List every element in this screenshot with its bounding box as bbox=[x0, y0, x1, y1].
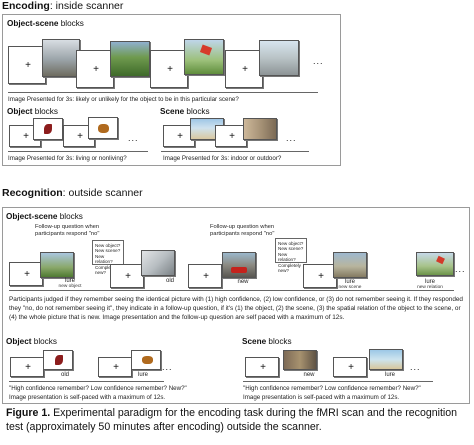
object-photo-leaf bbox=[33, 118, 63, 140]
recog-scene-label-1: new bbox=[303, 372, 315, 378]
fixation-cross: + bbox=[318, 271, 324, 282]
scene-photo-building bbox=[259, 40, 299, 76]
ellipsis: ... bbox=[162, 362, 173, 372]
recognition-object-timeline bbox=[9, 381, 164, 382]
recognition-object-scene-timeline bbox=[9, 290, 454, 291]
fixation-frame: + bbox=[8, 46, 46, 84]
fixation-cross: + bbox=[113, 362, 119, 373]
followup-note-1: Follow-up question when participants res… bbox=[35, 224, 100, 237]
recog-label-1: lure bbox=[64, 278, 76, 284]
fixation-frame: + bbox=[9, 262, 43, 286]
ellipsis: ... bbox=[410, 362, 421, 372]
recog-sublabel-4: new scene bbox=[338, 285, 362, 290]
recog-label-5: lure bbox=[424, 279, 436, 285]
recognition-scene-caption-1: "High confidence remember? Low confidenc… bbox=[243, 385, 421, 392]
fixation-frame: + bbox=[188, 264, 222, 288]
recog-object-photo-1 bbox=[43, 350, 73, 370]
followup-bubble-1: New object? New scene? New relation? Com… bbox=[92, 240, 124, 275]
fixation-cross: + bbox=[77, 131, 83, 142]
fixation-frame: + bbox=[303, 264, 337, 288]
recog-sublabel-5: new relation bbox=[417, 285, 443, 290]
encoding-scene-caption: Image Presented for 3s: indoor or outdoo… bbox=[163, 155, 282, 162]
recog-photo-5 bbox=[416, 252, 454, 276]
encoding-object-scene-timeline bbox=[8, 92, 318, 93]
fixation-cross: + bbox=[260, 362, 266, 373]
recognition-object-scene-title: Object-scene blocks bbox=[6, 212, 83, 221]
ellipsis: ... bbox=[313, 56, 324, 66]
fixation-cross: + bbox=[125, 271, 131, 282]
fixation-frame: + bbox=[245, 357, 279, 377]
fixation-cross: + bbox=[203, 271, 209, 282]
fixation-cross: + bbox=[348, 362, 354, 373]
recog-photo-1 bbox=[40, 252, 74, 278]
kite-object bbox=[199, 44, 213, 56]
encoding-object-title: Object blocks bbox=[7, 107, 58, 116]
fixation-cross: + bbox=[177, 131, 183, 142]
ellipsis: ... bbox=[128, 133, 139, 143]
recog-object-label-1: old bbox=[60, 372, 70, 378]
recog-label-4: lure bbox=[344, 279, 356, 285]
fixation-frame: + bbox=[225, 50, 263, 88]
object-shape bbox=[98, 124, 109, 133]
recog-scene-label-2: lure bbox=[384, 372, 396, 378]
object-photo-butterfly bbox=[88, 117, 118, 139]
figure-caption: Figure 1. Experimental paradigm for the … bbox=[6, 407, 471, 434]
figure-caption-text: Experimental paradigm for the encoding t… bbox=[6, 407, 458, 433]
recog-object-photo-2 bbox=[131, 350, 161, 370]
recog-label-3: new bbox=[237, 279, 249, 285]
fixation-frame: + bbox=[333, 357, 367, 377]
recog-object-label-2: lure bbox=[137, 372, 149, 378]
car-object bbox=[231, 267, 247, 273]
recognition-scene-caption-2: Image presentation is self-paced with a … bbox=[243, 394, 400, 401]
fixation-frame: + bbox=[76, 50, 114, 88]
scene-photo-garden bbox=[110, 41, 150, 77]
fixation-frame: + bbox=[110, 264, 144, 288]
scene-photo-hallway bbox=[243, 118, 277, 140]
encoding-object-scene-caption: Image Presented for 3s: likely or unlike… bbox=[8, 96, 239, 103]
encoding-object-scene-title: Object-scene blocks bbox=[7, 19, 84, 28]
fixation-cross: + bbox=[93, 64, 99, 75]
recognition-description: Participants judged if they remember see… bbox=[9, 296, 463, 322]
fixation-cross: + bbox=[24, 269, 30, 280]
recog-photo-3 bbox=[222, 252, 256, 278]
encoding-object-timeline bbox=[8, 151, 148, 152]
scene-photo-room bbox=[42, 39, 80, 77]
encoding-scene-timeline bbox=[161, 151, 309, 152]
recog-sublabel-1: new object bbox=[58, 284, 82, 289]
recognition-object-caption-1: "High confidence remember? Low confidenc… bbox=[9, 385, 187, 392]
recog-scene-photo-2 bbox=[369, 349, 403, 370]
fixation-frame: + bbox=[10, 357, 44, 377]
recognition-scene-title: Scene blocks bbox=[242, 337, 292, 346]
object-shape bbox=[44, 124, 52, 134]
encoding-object-caption: Image Presented for 3s: living or nonliv… bbox=[8, 155, 127, 162]
object-shape bbox=[142, 356, 153, 364]
fixation-cross: + bbox=[25, 60, 31, 71]
fixation-frame: + bbox=[150, 50, 188, 88]
object-shape bbox=[55, 355, 63, 365]
recog-photo-2 bbox=[141, 250, 175, 276]
recognition-object-title: Object blocks bbox=[6, 337, 57, 346]
recognition-heading: Recognition: outside scanner bbox=[2, 187, 143, 199]
recognition-panel bbox=[2, 207, 470, 404]
recog-scene-photo-1 bbox=[283, 350, 317, 370]
fixation-cross: + bbox=[167, 64, 173, 75]
scene-photo-kite bbox=[184, 39, 224, 75]
encoding-heading: Encoding: inside scanner bbox=[2, 0, 124, 12]
fixation-frame: + bbox=[98, 357, 132, 377]
followup-bubble-2: New object? New scene? New relation? Com… bbox=[275, 238, 307, 273]
fixation-cross: + bbox=[229, 131, 235, 142]
kite-object bbox=[436, 255, 445, 265]
recognition-object-caption-2: Image presentation is self-paced with a … bbox=[9, 394, 166, 401]
figure-caption-label: Figure 1. bbox=[6, 407, 51, 419]
ellipsis: ... bbox=[455, 264, 466, 274]
fixation-cross: + bbox=[25, 362, 31, 373]
recognition-scene-timeline bbox=[243, 381, 433, 382]
recog-photo-4 bbox=[333, 252, 367, 278]
fixation-cross: + bbox=[23, 131, 29, 142]
recog-label-2: old bbox=[165, 278, 175, 284]
fixation-cross: + bbox=[242, 64, 248, 75]
ellipsis: ... bbox=[286, 133, 297, 143]
followup-note-2: Follow-up question when participants res… bbox=[210, 224, 275, 237]
encoding-scene-title: Scene blocks bbox=[160, 107, 210, 116]
